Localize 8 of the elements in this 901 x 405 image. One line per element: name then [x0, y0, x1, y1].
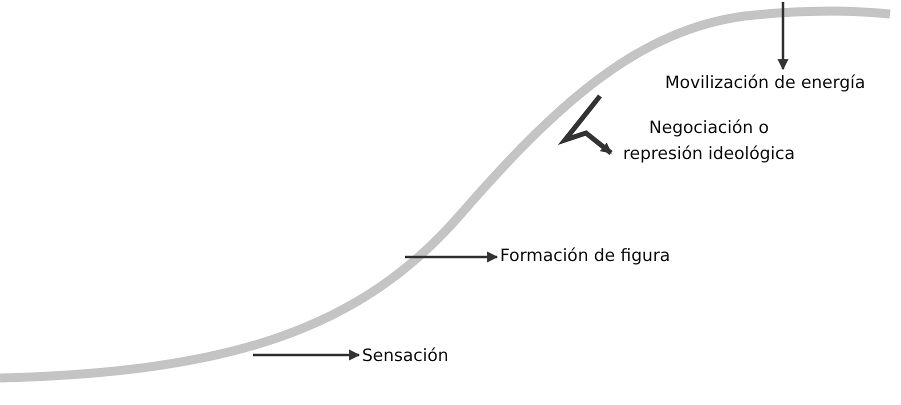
arrow [405, 252, 498, 262]
zigzag-arrow [558, 94, 613, 155]
arrow [778, 2, 788, 70]
node-label: Movilización de energía [665, 72, 866, 95]
node-label: Formación de figura [500, 245, 670, 268]
arrow [253, 350, 360, 360]
node-label: Negociación o represión ideológica [622, 117, 796, 166]
node-label: Sensación [362, 345, 449, 368]
